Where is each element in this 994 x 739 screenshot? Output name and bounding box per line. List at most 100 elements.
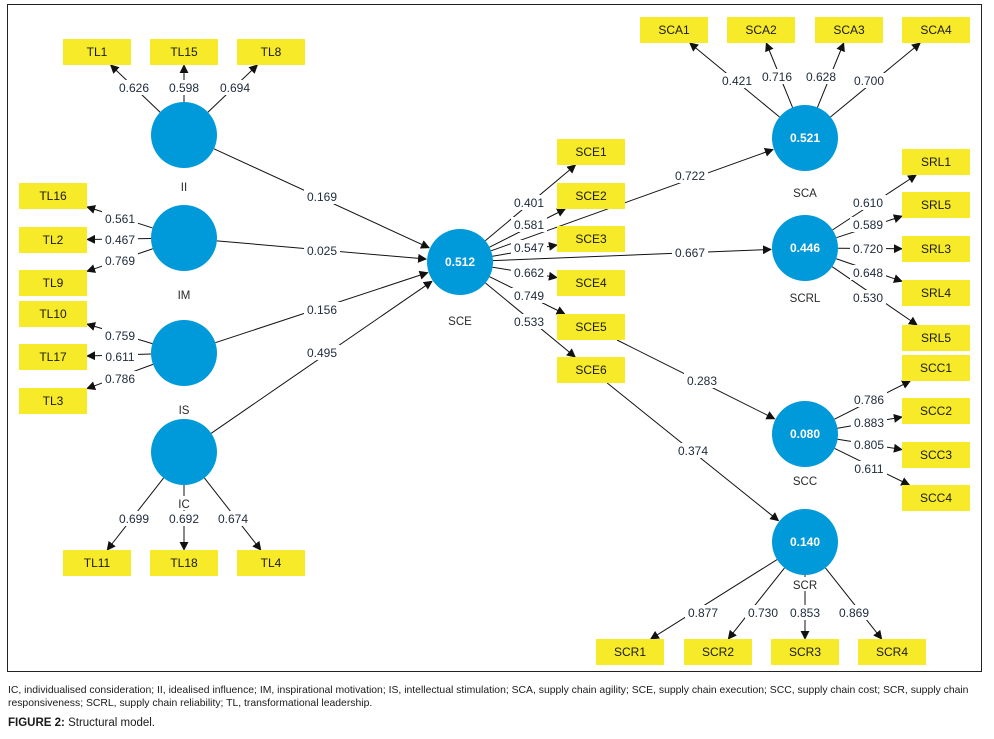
indicator-box-tl3[interactable] — [19, 388, 87, 414]
indicator-box-scr1[interactable] — [596, 639, 664, 665]
indicator-label: TL10 — [39, 307, 67, 321]
loading-value-sce2: 0.581 — [514, 218, 544, 232]
indicator-box-scr2[interactable] — [684, 639, 752, 665]
latent-circle-is[interactable] — [151, 320, 217, 386]
indicator-box-sca1[interactable] — [640, 17, 708, 43]
loading-bg — [836, 605, 872, 620]
indicator-box-tl4[interactable] — [237, 550, 305, 576]
path-arrow-sce-scrl — [492, 245, 772, 262]
indicator-box-srl5a[interactable] — [902, 192, 970, 218]
loading-bg — [850, 265, 886, 280]
indicator-box-sce2[interactable] — [557, 183, 625, 209]
indicator-box-sce1[interactable] — [557, 139, 625, 165]
loading-value-scc3: 0.805 — [854, 438, 884, 452]
loading-bg — [759, 69, 795, 84]
indicator-box-tl16[interactable] — [19, 183, 87, 209]
path-coef-bg — [672, 245, 708, 260]
latent-circle-im[interactable] — [151, 205, 217, 271]
indicator-box-scr3[interactable] — [771, 639, 839, 665]
indicator-box-sca2[interactable] — [727, 17, 795, 43]
loading-bg — [511, 314, 547, 329]
indicator-box-tl10[interactable] — [19, 301, 87, 327]
indicator-box-sce4[interactable] — [557, 270, 625, 296]
latent-r2-scc: 0.080 — [790, 427, 820, 441]
loading-value-sce6: 0.533 — [514, 315, 544, 329]
latent-circle-sce[interactable] — [427, 229, 493, 295]
path-coefficient-sce-scrl: 0.667 — [675, 246, 705, 260]
loading-bg — [851, 461, 887, 476]
loading-value-sce5: 0.749 — [514, 289, 544, 303]
indicator-box-tl8[interactable] — [237, 39, 305, 65]
indicator-box-tl9[interactable] — [19, 270, 87, 296]
figure-caption-abbreviations: IC, individualised consideration; II, id… — [8, 685, 969, 709]
latent-name-scrl: SCRL — [790, 293, 821, 305]
loading-value-scr1: 0.877 — [688, 606, 718, 620]
latent-circle-ii[interactable] — [151, 102, 217, 168]
loading-bg — [116, 511, 152, 526]
indicator-box-scr4[interactable] — [858, 639, 926, 665]
indicator-box-srl3[interactable] — [902, 236, 970, 262]
latent-r2-sce: 0.512 — [445, 255, 475, 269]
loading-value-srl1: 0.610 — [853, 196, 883, 210]
indicator-box-tl15[interactable] — [150, 39, 218, 65]
loading-bg — [851, 415, 887, 430]
latent-circle-scr[interactable] — [772, 509, 838, 575]
indicator-box-scc2[interactable] — [902, 398, 970, 424]
indicator-label: TL16 — [39, 189, 67, 203]
loading-value-sca4: 0.700 — [854, 74, 884, 88]
latent-name-bg — [789, 185, 821, 199]
indicator-box-srl4[interactable] — [902, 280, 970, 306]
indicator-box-tl11[interactable] — [63, 550, 131, 576]
indicator-label: SCA1 — [658, 23, 690, 37]
indicator-box-scc3[interactable] — [902, 442, 970, 468]
indicator-box-sce3[interactable] — [557, 226, 625, 252]
indicator-box-tl18[interactable] — [150, 550, 218, 576]
indicator-box-sce6[interactable] — [557, 357, 625, 383]
latent-name-is: IS — [179, 405, 190, 417]
latent-r2-scr: 0.140 — [790, 535, 820, 549]
figure-label: FIGURE 2: — [8, 717, 65, 729]
loading-value-srl3: 0.720 — [853, 242, 883, 256]
loading-arrow-scr2 — [727, 567, 785, 640]
indicator-box-scc1[interactable] — [902, 355, 970, 381]
loading-value-srl5b: 0.530 — [853, 291, 883, 305]
indicator-label: SRL5 — [921, 198, 951, 212]
loading-value-scr4: 0.869 — [839, 606, 869, 620]
indicator-label: SCE6 — [575, 363, 607, 377]
indicator-box-tl1[interactable] — [63, 39, 131, 65]
latent-circle-scc[interactable] — [772, 401, 838, 467]
latent-circle-scrl[interactable] — [772, 215, 838, 281]
path-coefficient-sce-scc: 0.283 — [687, 374, 717, 388]
indicator-box-sce5[interactable] — [557, 314, 625, 340]
indicator-label: SRL3 — [921, 242, 951, 256]
indicator-box-srl1[interactable] — [902, 149, 970, 175]
loading-arrow-scr4 — [825, 567, 883, 640]
path-coef-bg — [304, 302, 340, 317]
loading-value-tl10: 0.759 — [105, 329, 135, 343]
indicator-label: TL2 — [43, 233, 64, 247]
indicator-box-scc4[interactable] — [902, 485, 970, 511]
path-coefficient-sce-sca: 0.722 — [675, 169, 705, 183]
loading-value-tl2: 0.467 — [105, 233, 135, 247]
indicator-box-tl17[interactable] — [19, 344, 87, 370]
latent-circle-sca[interactable] — [772, 105, 838, 171]
indicator-box-tl2[interactable] — [19, 227, 87, 253]
latent-name-ic: IC — [178, 499, 190, 511]
loading-bg — [511, 240, 547, 255]
path-coefficient-im-sce: 0.025 — [307, 244, 337, 258]
loading-bg — [511, 217, 547, 232]
latent-name-bg — [168, 179, 200, 193]
latent-circle-ic[interactable] — [151, 419, 217, 485]
latent-name-bg — [444, 313, 476, 327]
loading-value-tl11: 0.699 — [119, 512, 149, 526]
loading-bg — [215, 511, 251, 526]
latent-r2-sca: 0.521 — [790, 131, 820, 145]
indicator-box-srl5b[interactable] — [902, 325, 970, 351]
indicator-box-sca4[interactable] — [902, 17, 970, 43]
indicator-box-sca3[interactable] — [815, 17, 883, 43]
loading-value-sca3: 0.628 — [806, 70, 836, 84]
loading-arrow-scr1 — [649, 559, 778, 640]
indicator-label: SCE1 — [575, 145, 607, 159]
indicator-label: SCC3 — [920, 448, 952, 462]
